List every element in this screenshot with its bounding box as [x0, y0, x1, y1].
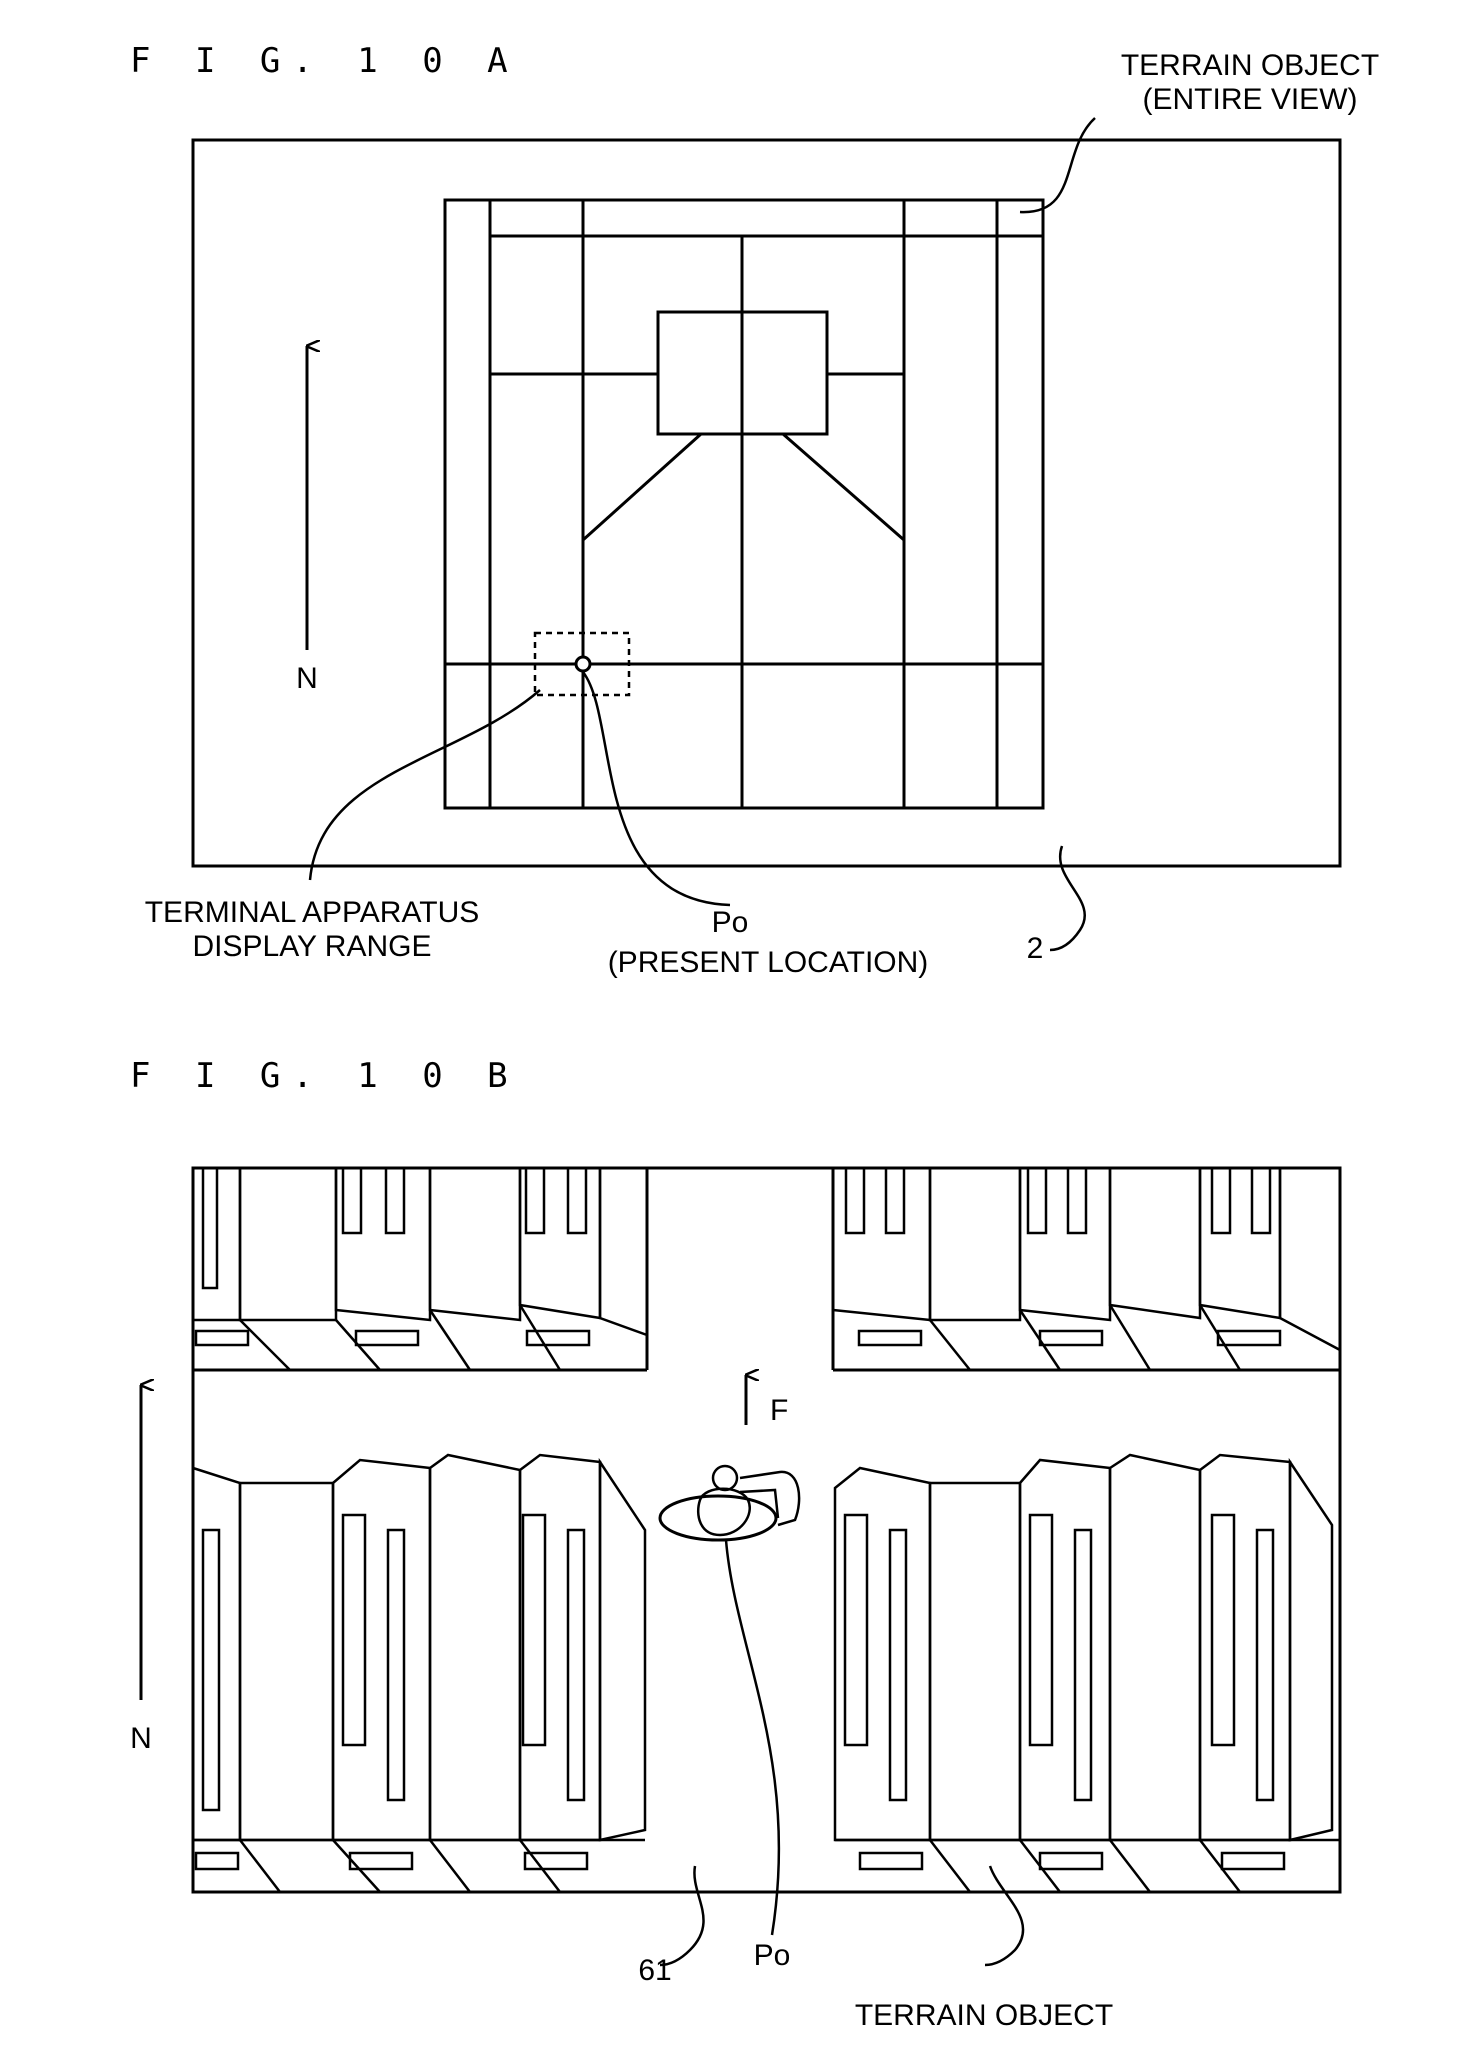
display-range-label-line1: TERMINAL APPARATUS [145, 896, 480, 929]
terrain-boundary [443, 198, 1045, 810]
terrain-leader-line [1019, 117, 1096, 214]
po-label-b: Po [754, 1939, 791, 1972]
forward-label: F [770, 1394, 788, 1427]
ref-2-label: 2 [1027, 932, 1044, 965]
present-location-marker [574, 655, 592, 673]
po-label: Po [712, 906, 749, 939]
present-location-leader-line [582, 671, 731, 907]
player-head [711, 1464, 739, 1492]
terrain-map [443, 198, 1045, 810]
north-label: N [296, 662, 318, 695]
player-body [658, 1494, 778, 1542]
terrain-object-label-line1: TERRAIN OBJECT [1121, 49, 1379, 82]
north-label-b: N [130, 1722, 152, 1755]
building-block-top-right [831, 1166, 1342, 1372]
display-range-label-line2: DISPLAY RANGE [193, 930, 432, 963]
fig-10b-title: F I G. 1 0 B [130, 1056, 520, 1096]
display-range-leader-line [308, 689, 541, 881]
ref-2-leader-line [1049, 845, 1087, 952]
terrain-object-label-line2: (ENTIRE VIEW) [1143, 83, 1358, 116]
ref-61-label: 61 [638, 1954, 671, 1987]
terminal-display-range-box [533, 631, 631, 697]
fig-10a-title: F I G. 1 0 A [130, 41, 520, 81]
figure-10b: F I G. 1 0 B [130, 1056, 1342, 2032]
player-character [658, 1464, 801, 1542]
building-block-bottom-right [833, 1453, 1340, 1893]
po-leader-line [724, 1539, 781, 1936]
diagonal-road [581, 432, 703, 542]
terrain-object-label-b: TERRAIN OBJECT [855, 1999, 1113, 2032]
terrain-leader-line-b [984, 1865, 1025, 1967]
ref-61-leader-line [659, 1865, 705, 1967]
diagonal-road [782, 432, 905, 542]
building-block-top-left [191, 1166, 649, 1372]
figure-10a: F I G. 1 0 A TERRAIN OBJECT (ENTIRE VIEW… [130, 41, 1379, 979]
central-building [656, 310, 829, 436]
present-location-label: (PRESENT LOCATION) [608, 946, 929, 979]
display-frame-2 [191, 138, 1342, 868]
building-block-bottom-left [191, 1453, 647, 1893]
